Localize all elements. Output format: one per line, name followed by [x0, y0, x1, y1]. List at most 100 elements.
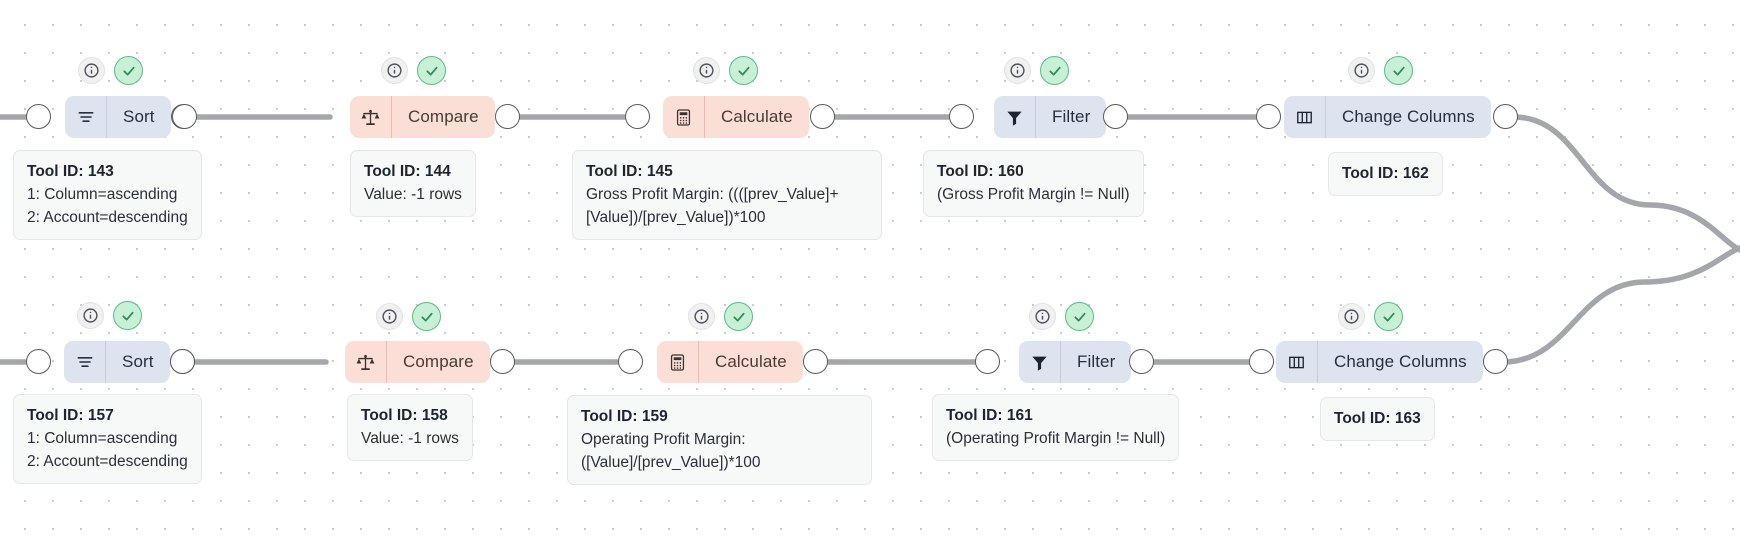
success-check-icon[interactable]	[412, 302, 441, 331]
scales-icon	[345, 341, 387, 383]
success-check-icon[interactable]	[113, 301, 142, 330]
node-144[interactable]: Compare	[350, 96, 495, 138]
success-check-icon[interactable]	[1065, 302, 1094, 331]
node-label-143: Sort	[123, 107, 155, 126]
card-line: 2: Account=descending	[27, 209, 188, 227]
success-check-icon[interactable]	[1374, 302, 1403, 331]
input-port-144[interactable]	[172, 104, 197, 129]
info-icon[interactable]	[1029, 303, 1056, 330]
info-icon[interactable]	[376, 303, 403, 330]
funnel-icon	[1019, 341, 1061, 383]
node-badges-144	[381, 56, 446, 85]
info-icon[interactable]	[1348, 57, 1375, 84]
success-check-icon[interactable]	[114, 56, 143, 85]
card-line: (Gross Profit Margin != Null)	[937, 186, 1130, 204]
node-badges-143	[78, 56, 143, 85]
success-check-icon[interactable]	[724, 302, 753, 331]
info-icon[interactable]	[1004, 57, 1031, 84]
node-158[interactable]: Compare	[345, 341, 490, 383]
node-label-157: Sort	[122, 352, 154, 371]
info-card-162: Tool ID: 162	[1328, 152, 1443, 197]
node-143[interactable]: Sort	[65, 96, 171, 138]
success-check-icon[interactable]	[417, 56, 446, 85]
output-port-161[interactable]	[1129, 349, 1154, 374]
card-line: Gross Profit Margin: ((([prev_Value]+[Va…	[586, 186, 839, 227]
info-icon[interactable]	[77, 302, 104, 329]
node-badges-160	[1004, 56, 1069, 85]
node-label-163: Change Columns	[1334, 352, 1467, 371]
output-port-158[interactable]	[490, 349, 515, 374]
output-port-160[interactable]	[1103, 104, 1128, 129]
info-card-157: Tool ID: 157 1: Column=ascending 2: Acco…	[13, 394, 202, 485]
card-title: Tool ID: 161	[946, 407, 1033, 424]
input-port-162[interactable]	[1256, 104, 1281, 129]
node-badges-162	[1348, 56, 1413, 85]
card-title: Tool ID: 158	[361, 407, 448, 424]
output-port-162[interactable]	[1493, 104, 1518, 129]
card-title: Tool ID: 159	[581, 408, 668, 425]
node-159[interactable]: Calculate	[657, 341, 803, 383]
info-icon[interactable]	[78, 57, 105, 84]
node-145[interactable]: Calculate	[663, 96, 809, 138]
card-title: Tool ID: 163	[1334, 410, 1421, 427]
node-163[interactable]: Change Columns	[1276, 341, 1483, 383]
success-check-icon[interactable]	[1384, 56, 1413, 85]
edge-162-out	[1511, 114, 1740, 253]
output-port-144[interactable]	[495, 104, 520, 129]
card-title: Tool ID: 160	[937, 163, 1024, 180]
info-card-143: Tool ID: 143 1: Column=ascending 2: Acco…	[13, 150, 202, 241]
output-port-159[interactable]	[803, 349, 828, 374]
sort-icon	[65, 96, 107, 138]
success-check-icon[interactable]	[729, 56, 758, 85]
node-157[interactable]: Sort	[64, 341, 170, 383]
input-port-158[interactable]	[170, 349, 195, 374]
output-port-145[interactable]	[810, 104, 835, 129]
card-line: 1: Column=ascending	[27, 430, 178, 448]
input-port-143[interactable]	[26, 104, 51, 129]
info-card-159: Tool ID: 159 Operating Profit Margin: ([…	[567, 395, 872, 486]
card-title: Tool ID: 145	[586, 163, 673, 180]
node-label-161: Filter	[1077, 352, 1116, 371]
card-line: Value: -1 rows	[361, 430, 459, 448]
node-160[interactable]: Filter	[994, 96, 1107, 138]
info-icon[interactable]	[381, 57, 408, 84]
scales-icon	[350, 96, 392, 138]
info-card-160: Tool ID: 160 (Gross Profit Margin != Nul…	[923, 150, 1144, 218]
sort-icon	[64, 341, 106, 383]
output-port-163[interactable]	[1483, 349, 1508, 374]
columns-icon	[1276, 341, 1318, 383]
node-label-158: Compare	[403, 352, 474, 371]
node-label-145: Calculate	[721, 107, 793, 126]
input-port-159[interactable]	[618, 349, 643, 374]
info-icon[interactable]	[688, 303, 715, 330]
card-title: Tool ID: 144	[364, 163, 451, 180]
info-card-144: Tool ID: 144 Value: -1 rows	[350, 150, 476, 218]
card-title: Tool ID: 143	[27, 163, 114, 180]
card-line: Value: -1 rows	[364, 186, 462, 204]
edge-163-out	[1500, 245, 1740, 365]
funnel-icon	[994, 96, 1036, 138]
card-line: Operating Profit Margin:	[581, 431, 746, 449]
input-port-161[interactable]	[975, 349, 1000, 374]
node-161[interactable]: Filter	[1019, 341, 1132, 383]
input-port-160[interactable]	[949, 104, 974, 129]
card-line: (Operating Profit Margin != Null)	[946, 430, 1166, 448]
node-162[interactable]: Change Columns	[1284, 96, 1491, 138]
card-title: Tool ID: 162	[1342, 165, 1429, 182]
card-line: 1: Column=ascending	[27, 186, 178, 204]
input-port-145[interactable]	[625, 104, 650, 129]
node-badges-157	[77, 301, 142, 330]
card-line: ([Value]/[prev_Value])*100	[581, 454, 761, 472]
input-port-157[interactable]	[26, 349, 51, 374]
node-label-159: Calculate	[715, 352, 787, 371]
info-card-145: Tool ID: 145 Gross Profit Margin: ((([pr…	[572, 150, 882, 241]
info-icon[interactable]	[1338, 303, 1365, 330]
info-icon[interactable]	[693, 57, 720, 84]
success-check-icon[interactable]	[1040, 56, 1069, 85]
node-badges-145	[693, 56, 758, 85]
card-title: Tool ID: 157	[27, 407, 114, 424]
columns-icon	[1284, 96, 1326, 138]
node-badges-158	[376, 302, 441, 331]
input-port-163[interactable]	[1249, 349, 1274, 374]
